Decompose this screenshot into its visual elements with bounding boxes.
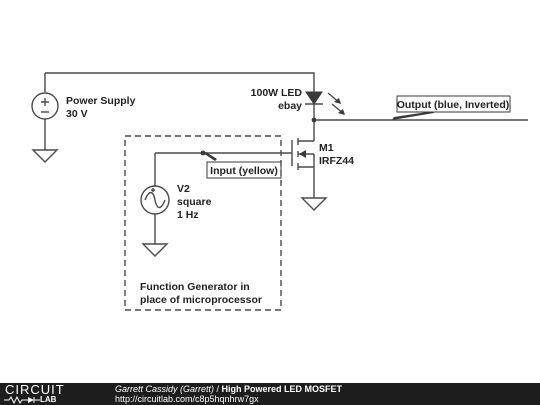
- top-rail-wire: [45, 72, 315, 92]
- power-supply-symbol: [31, 92, 59, 150]
- led-symbol: [305, 91, 323, 105]
- v2-source-symbol: [140, 185, 170, 244]
- led-note: ebay: [278, 100, 302, 112]
- resistor-diode-logo-icon: [4, 396, 40, 404]
- mosfet-part: IRFZ44: [319, 155, 354, 167]
- schematic-title: High Powered LED MOSFET: [221, 384, 343, 394]
- credit-separator: /: [214, 384, 222, 394]
- output-flag-pointer: [392, 111, 434, 120]
- v2-ref: V2: [177, 183, 190, 195]
- circuitlab-logo-sub: LAB: [40, 395, 57, 404]
- ground-symbol-supply: [31, 149, 59, 163]
- ground-symbol-v2: [141, 243, 169, 257]
- power-supply-name: Power Supply: [66, 95, 136, 107]
- footer-bar: CIRCUIT LAB Garrett Cassidy (Garrett) / …: [0, 383, 540, 405]
- author-name: Garrett Cassidy (Garrett): [115, 384, 215, 394]
- v2-type: square: [177, 196, 212, 208]
- schematic-url[interactable]: http://circuitlab.com/c8p5hqnhrw7gx: [115, 394, 259, 404]
- mosfet-symbol: [291, 138, 315, 198]
- output-net-label-box: [396, 95, 511, 113]
- mosfet-ref: M1: [319, 142, 334, 154]
- function-generator-enclosure: [124, 135, 282, 311]
- led-light-arrows-icon: [327, 92, 345, 115]
- ground-symbol-mosfet: [300, 197, 328, 211]
- led-name: 100W LED: [251, 87, 303, 99]
- credit-line: Garrett Cassidy (Garrett) / High Powered…: [115, 384, 342, 394]
- v2-freq: 1 Hz: [177, 209, 199, 221]
- annotation-line-2: place of microprocessor: [140, 294, 262, 306]
- input-net-label: Input (yellow): [210, 165, 278, 177]
- output-net-label: Output (blue, Inverted): [397, 99, 510, 111]
- schematic-canvas: Power Supply 30 V 100W LED ebay Output (…: [31, 72, 528, 311]
- output-junction: [311, 117, 317, 123]
- input-flag-pointer: [203, 152, 217, 161]
- circuitlab-logo-word: CIRCUIT: [5, 382, 65, 397]
- annotation-line-1: Function Generator in: [140, 281, 250, 293]
- power-supply-value: 30 V: [66, 108, 88, 120]
